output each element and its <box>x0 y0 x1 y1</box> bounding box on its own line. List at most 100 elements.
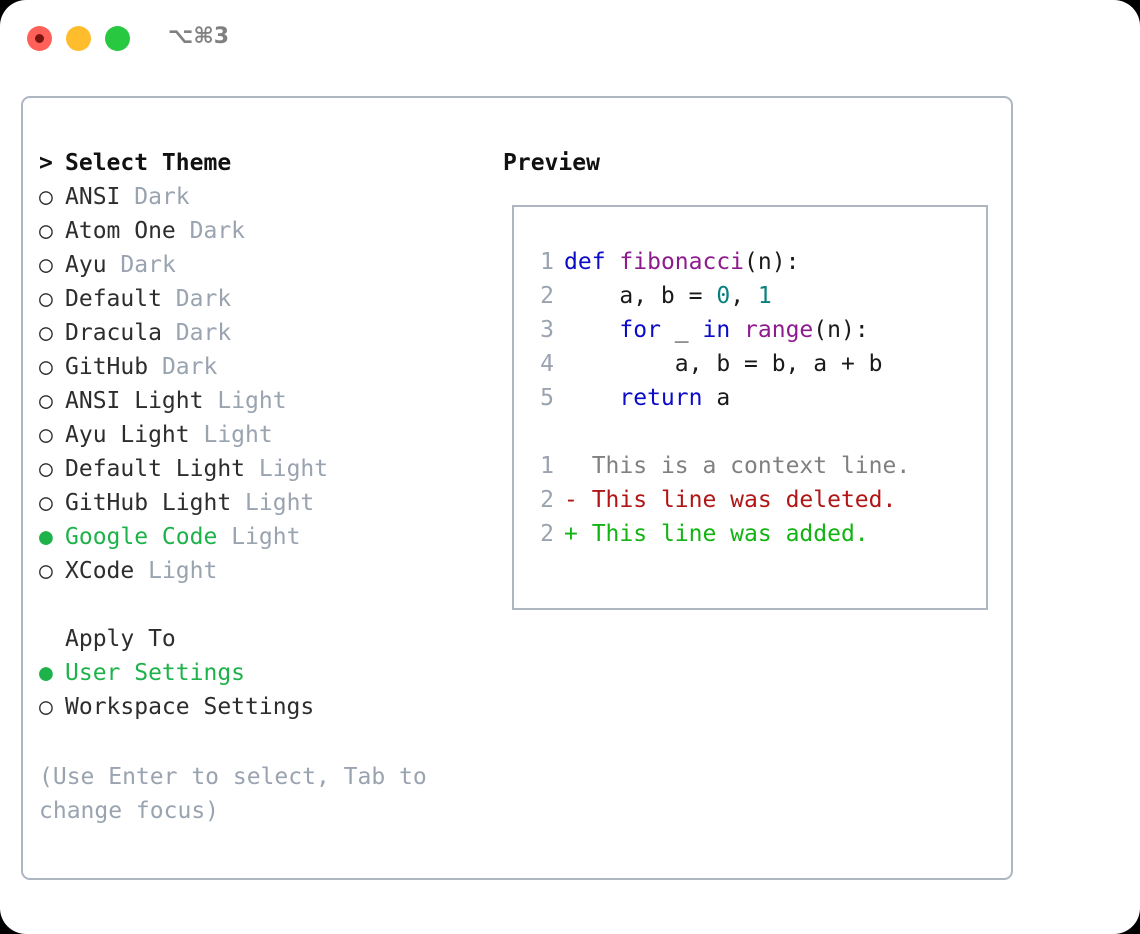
theme-list-item[interactable]: ○ANSI Light Light <box>39 384 479 418</box>
theme-list-item[interactable]: ○ Default Light Light <box>39 452 479 486</box>
code-line: 5 return a <box>528 381 978 415</box>
minimize-window-button[interactable] <box>66 26 91 51</box>
theme-variant-label: Light <box>203 422 273 448</box>
code-token: for <box>619 317 661 343</box>
theme-variant-label: Dark <box>134 184 190 210</box>
apply-to-indent <box>39 622 65 656</box>
code-token: in <box>702 317 731 343</box>
theme-name: XCode <box>65 558 135 584</box>
theme-name-gap <box>190 422 204 448</box>
apply-to-list: ● User Settings ○ Workspace Settings <box>39 656 479 724</box>
preview-column: Preview <box>503 146 993 180</box>
diff-line: 2+ This line was added. <box>528 517 978 551</box>
theme-list-item[interactable]: ○Dracula Dark <box>39 316 479 350</box>
theme-list-item[interactable]: ○Default Dark <box>39 282 479 316</box>
diff-line: 1 This is a context line. <box>528 449 978 483</box>
code-token: 0 <box>716 283 731 309</box>
theme-name-gap <box>107 252 121 278</box>
maximize-window-button[interactable] <box>105 26 130 51</box>
line-number: 4 <box>540 351 554 377</box>
theme-variant-label: Light <box>148 558 218 584</box>
radio-unselected-icon: ○ <box>39 252 53 278</box>
code-token: a, b = <box>564 283 717 309</box>
close-window-button[interactable] <box>27 26 52 51</box>
radio-unselected-icon: ○ <box>39 490 53 516</box>
theme-list-item[interactable]: ○ XCode Light <box>39 554 479 588</box>
radio-unselected-icon: ○ <box>39 218 53 244</box>
title-bar: ⌥⌘3 <box>0 0 1140 78</box>
code-token <box>606 249 620 275</box>
theme-variant-label: Light <box>217 388 287 414</box>
theme-list-item[interactable]: ○ Ayu Dark <box>39 248 479 282</box>
diff-line-number: 2 <box>540 487 554 513</box>
theme-name-gap <box>120 184 134 210</box>
code-line: 2 a, b = 0, 1 <box>528 279 978 313</box>
diff-sign <box>564 453 578 479</box>
theme-list-item[interactable]: ○Atom One Dark <box>39 214 479 248</box>
theme-name-gap <box>245 456 259 482</box>
theme-list-item[interactable]: ○ GitHub Dark <box>39 350 479 384</box>
code-token: a <box>702 385 731 411</box>
theme-name: Default <box>65 286 162 312</box>
code-token: (n): <box>744 249 800 275</box>
theme-name: Google Code <box>65 524 218 550</box>
apply-to-heading: Apply To <box>39 622 479 656</box>
line-number: 3 <box>540 317 554 343</box>
theme-name-gap <box>148 354 162 380</box>
code-token: _ <box>660 317 703 343</box>
theme-list: ○ANSI Dark○Atom One Dark○Ayu Dark○Defaul… <box>39 180 479 588</box>
code-line: 4 a, b = b, a + b <box>528 347 978 381</box>
theme-name-gap <box>176 218 190 244</box>
code-token: 1 <box>757 283 772 309</box>
radio-selected-icon: ● <box>39 524 53 550</box>
line-number: 5 <box>540 385 554 411</box>
radio-selected-icon: ● <box>39 660 53 686</box>
theme-name: ANSI <box>65 184 121 210</box>
apply-to-label: Workspace Settings <box>65 694 315 720</box>
radio-unselected-icon: ○ <box>39 456 53 482</box>
radio-unselected-icon: ○ <box>39 694 53 720</box>
apply-to-title: Apply To <box>65 626 176 652</box>
line-number: 1 <box>540 249 554 275</box>
radio-unselected-icon: ○ <box>39 422 53 448</box>
radio-unselected-icon: ○ <box>39 354 53 380</box>
code-token: fibonacci <box>619 249 745 275</box>
theme-variant-label: Light <box>231 524 301 550</box>
diff-line-number: 2 <box>540 521 554 547</box>
code-token: , <box>730 283 758 309</box>
theme-name: Default Light <box>65 456 246 482</box>
theme-variant-label: Dark <box>161 354 218 380</box>
preview-heading: Preview <box>503 150 600 176</box>
theme-variant-label: Light <box>258 456 329 482</box>
diff-line: 2- This line was deleted. <box>528 483 978 517</box>
apply-to-item[interactable]: ● User Settings <box>39 656 479 690</box>
theme-list-item[interactable]: ○GitHub Light Light <box>39 486 479 520</box>
apply-to-label: User Settings <box>65 660 246 686</box>
theme-variant-label: Light <box>245 490 315 516</box>
theme-name-gap <box>231 490 245 516</box>
theme-variant-label: Dark <box>120 252 176 278</box>
keyboard-shortcut-label: ⌥⌘3 <box>168 24 230 49</box>
theme-name: Ayu Light <box>65 422 190 448</box>
radio-unselected-icon: ○ <box>39 286 53 312</box>
code-diff-spacer <box>528 415 978 449</box>
diff-text: This line was deleted. <box>577 487 897 513</box>
theme-list-item[interactable]: ○ANSI Dark <box>39 180 479 214</box>
apply-to-item[interactable]: ○ Workspace Settings <box>39 690 479 724</box>
code-token <box>564 385 619 411</box>
theme-list-item[interactable]: ○ Ayu Light Light <box>39 418 479 452</box>
theme-list-item[interactable]: ● Google Code Light <box>39 520 479 554</box>
theme-name: Ayu <box>65 252 107 278</box>
theme-name: ANSI Light <box>65 388 204 414</box>
radio-unselected-icon: ○ <box>39 558 53 584</box>
code-token: def <box>564 249 606 275</box>
diff-sign: - <box>564 487 578 513</box>
theme-name-gap <box>134 558 148 584</box>
theme-name-gap <box>217 524 231 550</box>
theme-variant-label: Dark <box>175 320 232 346</box>
theme-name: Dracula <box>65 320 162 346</box>
code-token: return <box>619 385 703 411</box>
theme-name: GitHub <box>65 354 149 380</box>
theme-name: Atom One <box>65 218 176 244</box>
